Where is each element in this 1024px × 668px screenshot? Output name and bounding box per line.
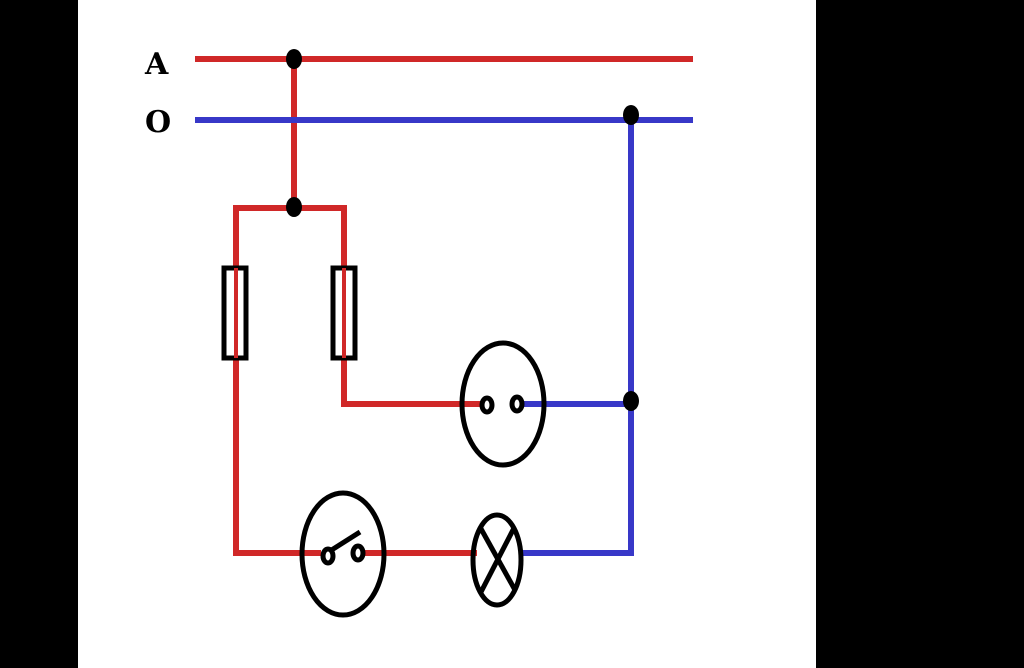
live-to-socket [341,355,481,407]
switch-lever [328,529,362,554]
switch-contact-right [350,543,366,563]
neutral-return [519,111,634,556]
junction-dot [286,49,302,69]
socket [459,340,547,468]
neutral-line-label: O [145,105,171,140]
junction-dot [623,105,639,125]
fuse-right [330,265,358,361]
lamp-filament [478,526,517,594]
lamp [470,512,524,608]
junction-dot [623,391,639,411]
lamp-body [470,512,524,608]
socket-pin-left [479,395,495,415]
fuse-left [221,265,249,361]
switch [299,490,387,618]
live-to-switch [233,355,321,556]
junction-dot [286,197,302,217]
switch-body [299,490,387,618]
socket-body [459,340,547,468]
live-line-label: A [144,47,169,82]
junctions [286,49,639,411]
socket-pin-right [509,394,525,414]
diagram-background [78,0,816,668]
switch-contact-left [320,546,336,566]
